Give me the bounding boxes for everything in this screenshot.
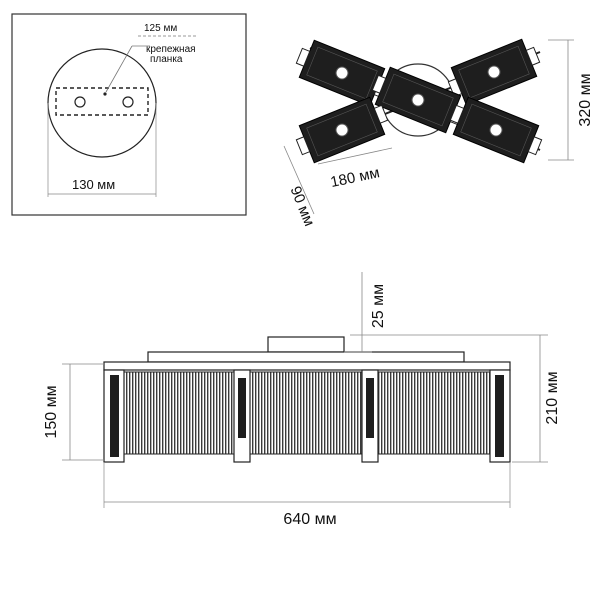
base-circle (47, 48, 157, 158)
top-bar (103, 361, 511, 371)
mounting-plate (55, 87, 149, 116)
total-width-label: 640 мм (283, 511, 336, 528)
total-height-label: 210 мм (544, 371, 561, 424)
shade-height-label: 150 мм (43, 385, 60, 438)
shade-length-dim-line (317, 147, 393, 165)
plate-label-line1: крепежная (146, 44, 196, 55)
front-shade-right (375, 371, 501, 455)
shade-center (371, 66, 465, 134)
front-shade-middle (245, 371, 367, 455)
screw-hole-left (74, 96, 86, 108)
inset-frame (11, 13, 247, 216)
shade-width-dim-line (283, 145, 315, 215)
shade-bottom-left (295, 96, 389, 164)
front-view: 25 мм 150 мм 210 мм 640 мм (43, 272, 561, 528)
center-point (103, 92, 107, 96)
top-height-label: 320 мм (577, 73, 594, 126)
back-plate (147, 351, 465, 363)
base-diameter-label: 130 мм (72, 177, 115, 192)
screw-hole-right (122, 96, 134, 108)
front-shade-left (111, 371, 237, 455)
shade-top-left (295, 39, 389, 107)
plate-leader (105, 45, 133, 93)
canopy (267, 336, 345, 353)
plate-label-line2: планка (150, 54, 183, 65)
mounting-base-inset: 125 мм крепежная планка 130 мм (11, 13, 247, 216)
shade-length-label: 180 мм (329, 164, 381, 191)
top-view: 320 мм 180 мм 90 мм (283, 38, 594, 229)
shade-width-label: 90 мм (287, 184, 318, 229)
canopy-height-label: 25 мм (370, 284, 387, 328)
plate-width-label: 125 мм (144, 23, 177, 34)
shade-bottom-right (449, 96, 543, 164)
